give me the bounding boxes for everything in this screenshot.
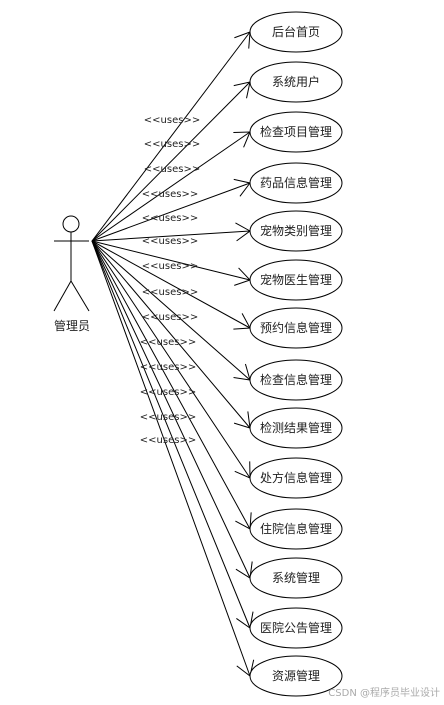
uses-label: <<uses>>	[144, 115, 200, 126]
watermark: CSDN @程序员毕业设计	[328, 686, 440, 699]
use-case-label: 资源管理	[272, 668, 320, 683]
uses-labels: <<uses>> <<uses>> <<uses>> <<uses>> <<uses>>…	[140, 115, 200, 446]
actor-name: 管理员	[54, 318, 90, 333]
use-case-ellipse	[249, 457, 343, 499]
use-case-label: 宠物类别管理	[260, 223, 332, 238]
use-case-label: 住院信息管理	[260, 521, 332, 536]
use-case-ellipse	[249, 607, 343, 649]
relation-line	[91, 240, 251, 479]
use-case-ellipse	[249, 655, 343, 697]
use-case-label: 药品信息管理	[260, 175, 332, 190]
uses-label: <<uses>>	[140, 387, 196, 398]
use-case-label: 检查信息管理	[260, 372, 332, 387]
arrowhead	[234, 461, 251, 479]
use-case-ellipse	[249, 11, 343, 53]
relation-line	[91, 31, 251, 242]
use-case-label: 预约信息管理	[260, 320, 332, 335]
use-case-ellipse	[249, 307, 343, 349]
uses-label: <<uses>>	[142, 236, 198, 247]
relation-line	[91, 240, 251, 281]
actor: 管理员	[53, 215, 90, 333]
uses-label: <<uses>>	[142, 213, 198, 224]
use-case-ellipse	[249, 508, 343, 550]
use-case-ellipse	[249, 359, 343, 401]
use-case-label: 宠物医生管理	[260, 272, 332, 287]
relation-line	[91, 230, 251, 242]
use-case-ellipse	[249, 259, 343, 301]
use-case-label: 后台首页	[272, 24, 320, 39]
use-case-ellipse	[249, 210, 343, 252]
use-case-ellipse	[249, 407, 343, 449]
relation-line	[91, 131, 251, 242]
use-case-label: 医院公告管理	[260, 620, 332, 635]
relation-line	[91, 240, 251, 629]
uses-label: <<uses>>	[140, 362, 196, 373]
use-case-ellipse	[249, 162, 343, 204]
relation-line	[91, 240, 251, 579]
uses-label: <<uses>>	[140, 435, 196, 446]
use-case-ellipse	[249, 111, 343, 153]
uses-label: <<uses>>	[142, 312, 198, 323]
uses-label: <<uses>>	[144, 139, 200, 150]
relation-line	[91, 240, 251, 429]
relation-line	[91, 81, 251, 242]
actor-left-leg	[53, 280, 72, 312]
actor-head	[62, 215, 80, 233]
relation-line	[91, 240, 251, 381]
use-case-label: 系统管理	[272, 570, 320, 585]
use-case-label: 检测结果管理	[260, 420, 332, 435]
uses-label: <<uses>>	[142, 287, 198, 298]
relation-lines	[91, 31, 255, 677]
uses-label: <<uses>>	[140, 412, 196, 423]
relation-line	[91, 240, 251, 329]
relation-line	[91, 240, 251, 530]
relation-line	[91, 240, 251, 677]
actor-right-leg	[70, 280, 90, 312]
use-case-nodes: 后台首页系统用户检查项目管理药品信息管理宠物类别管理宠物医生管理预约信息管理检查…	[249, 11, 343, 697]
uses-label: <<uses>>	[140, 337, 196, 348]
use-case-ellipse	[249, 557, 343, 599]
use-case-label: 处方信息管理	[260, 470, 332, 485]
use-case-label: 系统用户	[272, 74, 320, 89]
arrowhead	[235, 561, 253, 579]
relation-line	[91, 182, 251, 242]
use-case-ellipse	[249, 61, 343, 103]
uses-label: <<uses>>	[142, 189, 198, 200]
uses-label: <<uses>>	[142, 261, 198, 272]
use-case-label: 检查项目管理	[260, 124, 332, 139]
uses-label: <<uses>>	[144, 164, 200, 175]
